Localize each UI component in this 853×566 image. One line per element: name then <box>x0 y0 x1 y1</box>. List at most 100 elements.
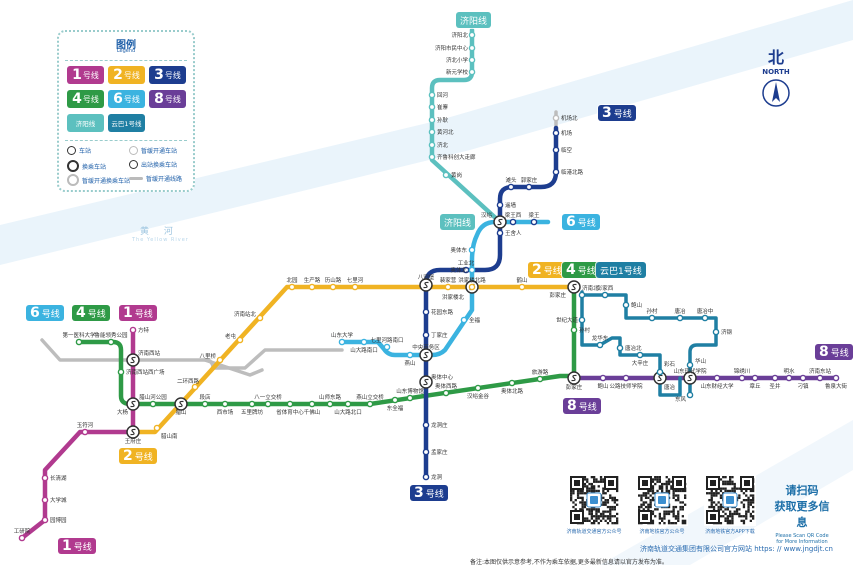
transfer-station[interactable] <box>567 371 581 385</box>
station[interactable] <box>338 338 346 346</box>
station[interactable] <box>462 266 470 274</box>
station[interactable] <box>518 283 526 291</box>
station[interactable] <box>552 146 560 154</box>
station[interactable] <box>751 374 759 382</box>
badge-jiyang-line[interactable]: 济阳线 <box>456 12 492 28</box>
station[interactable] <box>536 375 544 383</box>
station[interactable] <box>329 283 337 291</box>
transfer-station[interactable] <box>419 375 433 389</box>
transfer-station[interactable] <box>567 280 581 294</box>
station[interactable] <box>508 379 516 387</box>
station[interactable] <box>344 400 352 408</box>
station[interactable] <box>264 400 272 408</box>
station[interactable] <box>428 116 436 124</box>
station[interactable] <box>391 396 399 404</box>
station[interactable] <box>648 314 656 322</box>
station[interactable] <box>616 344 624 352</box>
station[interactable] <box>799 374 807 382</box>
transfer-station[interactable] <box>126 397 140 411</box>
station[interactable] <box>428 128 436 136</box>
station[interactable] <box>596 341 604 349</box>
station[interactable] <box>41 474 49 482</box>
station[interactable] <box>468 56 476 64</box>
station[interactable] <box>366 400 374 408</box>
station[interactable] <box>686 361 694 369</box>
station[interactable] <box>622 374 630 382</box>
station[interactable] <box>738 374 746 382</box>
station[interactable] <box>468 68 476 76</box>
station[interactable] <box>468 266 476 274</box>
station[interactable] <box>406 351 414 359</box>
station[interactable] <box>570 326 578 334</box>
station[interactable] <box>351 283 359 291</box>
station[interactable] <box>129 326 137 334</box>
station[interactable] <box>468 283 476 291</box>
qr-code-icon[interactable] <box>636 474 688 526</box>
station[interactable] <box>686 391 694 399</box>
station[interactable] <box>117 368 125 376</box>
qr-code-icon[interactable] <box>568 474 620 526</box>
station[interactable] <box>18 534 26 542</box>
station[interactable] <box>422 308 430 316</box>
badge-jiyang-line[interactable]: 济阳线 <box>440 214 476 230</box>
badge-yunba-line-1[interactable]: 云巴1号线 <box>596 262 646 278</box>
station[interactable] <box>444 283 452 291</box>
station[interactable] <box>552 129 560 137</box>
transfer-station[interactable] <box>126 425 140 439</box>
station[interactable] <box>636 351 644 359</box>
official-website[interactable]: 济南轨道交通集团有限公司官方网站 https: // www.jngdjt.cn <box>640 545 833 553</box>
station[interactable] <box>428 91 436 99</box>
station[interactable] <box>599 374 607 382</box>
station[interactable] <box>622 301 630 309</box>
station[interactable] <box>248 400 256 408</box>
transfer-station[interactable] <box>493 215 507 229</box>
station[interactable] <box>468 44 476 52</box>
station[interactable] <box>509 218 517 226</box>
station[interactable] <box>428 153 436 161</box>
station[interactable] <box>656 368 664 376</box>
station[interactable] <box>713 374 721 382</box>
station[interactable] <box>701 314 709 322</box>
station[interactable] <box>428 141 436 149</box>
station[interactable] <box>460 316 468 324</box>
station[interactable] <box>530 218 538 226</box>
station[interactable] <box>216 356 224 364</box>
station[interactable] <box>422 473 430 481</box>
station[interactable] <box>360 338 368 346</box>
station[interactable] <box>496 229 504 237</box>
station[interactable] <box>601 291 609 299</box>
station[interactable] <box>428 103 436 111</box>
station[interactable] <box>406 394 414 402</box>
transfer-station[interactable] <box>126 353 140 367</box>
station[interactable] <box>578 316 586 324</box>
station[interactable] <box>383 343 391 351</box>
qr-code-icon[interactable] <box>704 474 756 526</box>
station[interactable] <box>422 421 430 429</box>
station[interactable] <box>785 374 793 382</box>
station[interactable] <box>832 374 840 382</box>
station[interactable] <box>288 283 296 291</box>
station[interactable] <box>41 516 49 524</box>
station[interactable] <box>507 183 515 191</box>
station[interactable] <box>442 171 450 179</box>
station[interactable] <box>771 374 779 382</box>
station[interactable] <box>712 328 720 336</box>
station[interactable] <box>236 336 244 344</box>
station[interactable] <box>816 374 824 382</box>
station[interactable] <box>525 183 533 191</box>
station[interactable] <box>81 428 89 436</box>
station[interactable] <box>468 31 476 39</box>
station[interactable] <box>191 383 199 391</box>
station[interactable] <box>153 424 161 432</box>
station[interactable] <box>496 201 504 209</box>
station[interactable] <box>552 168 560 176</box>
